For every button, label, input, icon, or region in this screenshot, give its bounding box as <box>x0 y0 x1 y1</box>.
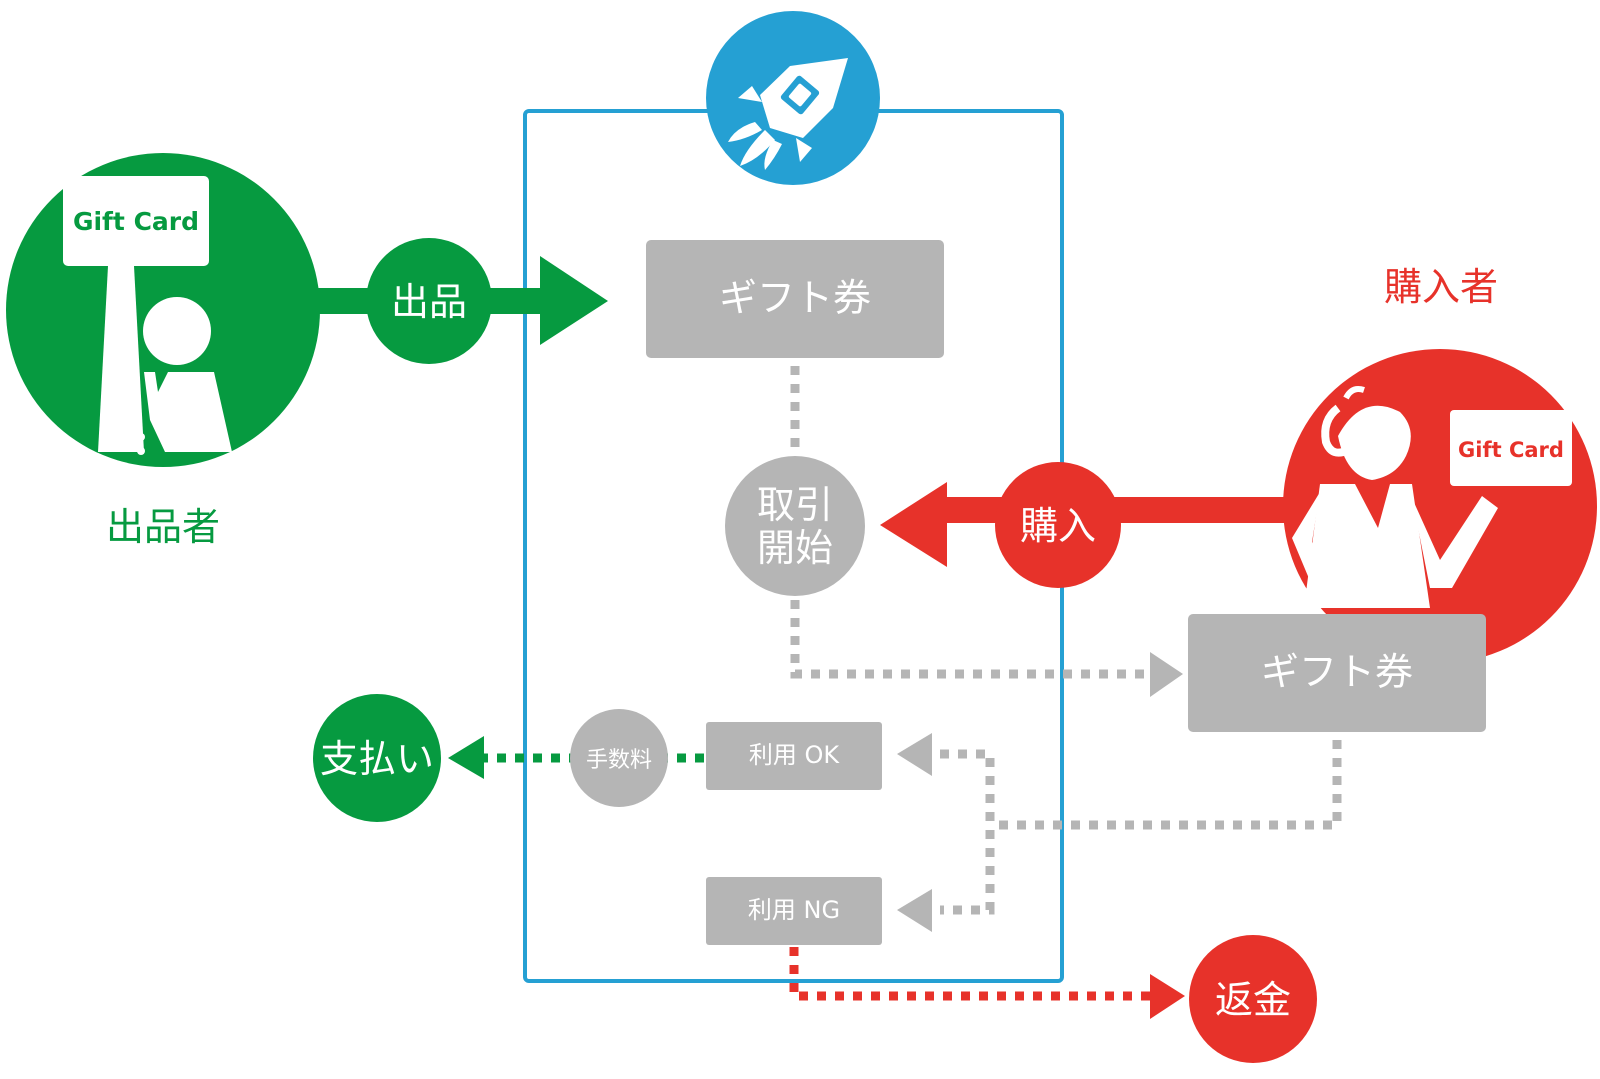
ng-to-refund-connector <box>789 947 1150 1001</box>
listing-arrowhead <box>540 256 608 345</box>
payment-label: 支払い <box>320 737 434 781</box>
purchase-step-circle <box>995 462 1121 588</box>
buyer-label: 購入者 <box>1384 265 1498 309</box>
buyer-gift-card-arrowhead <box>1150 652 1183 697</box>
use-ok-arrowhead <box>897 733 932 776</box>
platform-gift-card-label: ギフト券 <box>719 276 871 320</box>
buyer-card-text: Gift Card <box>1458 438 1564 462</box>
refund-circle <box>1189 935 1317 1063</box>
buyer-to-result-connector <box>990 740 1342 830</box>
payment-arrowhead <box>448 736 484 779</box>
listing-step-label: 出品 <box>391 280 467 324</box>
listing-step-circle <box>366 238 492 364</box>
buyer-gift-card-label: ギフト券 <box>1261 650 1413 694</box>
seller-card-text: Gift Card <box>73 207 199 236</box>
result-split-connector <box>940 749 995 915</box>
platform-gift-card-box <box>646 240 944 358</box>
refund-label: 返金 <box>1215 978 1291 1022</box>
use-ng-box <box>706 877 882 945</box>
use-ng-label: 利用 NG <box>748 896 840 924</box>
fee-label: 手数料 <box>586 748 652 773</box>
use-ok-box <box>706 722 882 790</box>
use-ng-arrowhead <box>897 889 932 932</box>
trade-to-buyer-gift-card-connector <box>790 600 1150 679</box>
refund-arrowhead <box>1150 974 1185 1019</box>
trade-start-label-line2: 開始 <box>757 526 833 570</box>
seller-person-with-sign-icon: Gift Card <box>63 176 232 455</box>
trade-start-circle <box>725 456 865 596</box>
fee-circle <box>570 709 668 807</box>
purchase-step-label: 購入 <box>1020 504 1096 548</box>
rocket-icon <box>728 58 848 170</box>
trade-start-label-line1: 取引 <box>757 483 833 527</box>
purchase-arrowhead <box>880 482 947 567</box>
use-ok-label: 利用 OK <box>749 741 841 769</box>
payment-circle <box>313 694 441 822</box>
buyer-gift-card-box <box>1188 614 1486 732</box>
seller-label: 出品者 <box>106 505 220 549</box>
buyer-person-holding-card-icon: Gift Card <box>1292 386 1572 608</box>
